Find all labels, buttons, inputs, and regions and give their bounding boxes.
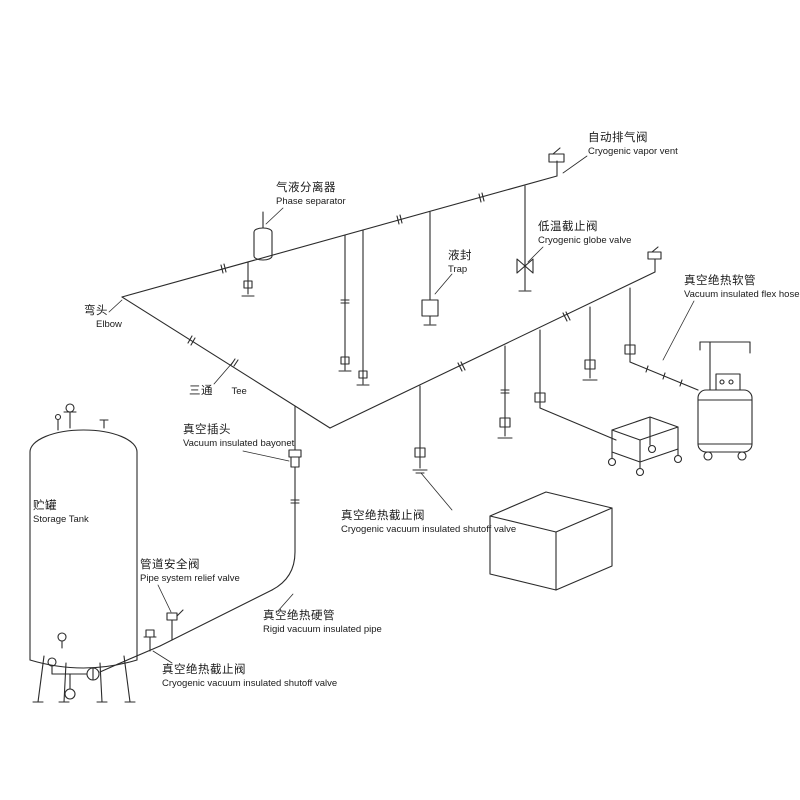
upper-header-drops [241, 185, 534, 386]
label-rigid-pipe: 真空绝热硬管 Rigid vacuum insulated pipe [263, 609, 382, 636]
label-trap: 液封 Trap [448, 249, 472, 276]
label-shutoff-valve-mid-en: Cryogenic vacuum insulated shutoff valve [341, 523, 517, 535]
label-rigid-pipe-en: Rigid vacuum insulated pipe [263, 623, 382, 635]
label-tee-zh: 三通 [189, 385, 213, 397]
label-bayonet-zh: 真空插头 [183, 424, 231, 436]
label-storage-tank-zh: 贮罐 [33, 500, 57, 512]
label-tee: 三通 Tee [189, 380, 247, 401]
label-bayonet: 真空插头 Vacuum insulated bayonet [183, 423, 294, 450]
label-relief-valve-zh: 管道安全阀 [140, 559, 200, 571]
label-trap-en: Trap [448, 263, 468, 275]
label-relief-valve-en: Pipe system relief valve [140, 572, 240, 584]
label-globe-valve-zh: 低温截止阀 [538, 221, 598, 233]
label-vapor-vent-en: Cryogenic vapor vent [588, 145, 678, 157]
label-shutoff-valve-bottom-en: Cryogenic vacuum insulated shutoff valve [162, 677, 338, 689]
cart-drawing [607, 416, 683, 477]
label-globe-valve: 低温截止阀 Cryogenic globe valve [538, 220, 631, 247]
flange-ticks [187, 192, 571, 372]
label-flex-hose: 真空绝热软管 Vacuum insulated flex hose [684, 274, 799, 301]
storage-tank-drawing [29, 403, 138, 703]
label-phase-separator: 气液分离器 Phase separator [276, 181, 346, 208]
label-flex-hose-zh: 真空绝热软管 [684, 275, 756, 287]
label-rigid-pipe-zh: 真空绝热硬管 [263, 610, 335, 622]
label-shutoff-valve-mid-zh: 真空绝热截止阀 [341, 510, 425, 522]
label-shutoff-valve-bottom-zh: 真空绝热截止阀 [162, 664, 246, 676]
phase-separator-symbol [253, 211, 273, 261]
label-phase-separator-en: Phase separator [276, 195, 346, 207]
label-vapor-vent-zh: 自动排气阀 [588, 132, 648, 144]
label-globe-valve-en: Cryogenic globe valve [538, 234, 632, 246]
label-elbow-zh: 弯头 [84, 305, 108, 317]
label-flex-hose-en: Vacuum insulated flex hose [684, 288, 800, 300]
label-elbow: 弯头 Elbow [84, 304, 122, 331]
dewar-drawing [697, 341, 753, 461]
label-shutoff-valve-mid: 真空绝热截止阀 Cryogenic vacuum insulated shuto… [341, 509, 516, 536]
crate-box-drawing [489, 491, 613, 591]
label-relief-valve: 管道安全阀 Pipe system relief valve [140, 558, 240, 585]
bayonet-riser-pipe [117, 405, 302, 665]
flex-hose-symbol [629, 361, 699, 391]
label-shutoff-valve-bottom: 真空绝热截止阀 Cryogenic vacuum insulated shuto… [162, 663, 337, 690]
vapor-vent-symbol [548, 147, 565, 177]
lower-header-drops [412, 287, 636, 474]
label-trap-zh: 液封 [448, 250, 472, 262]
label-tee-en: Tee [231, 386, 247, 397]
label-bayonet-en: Vacuum insulated bayonet [183, 437, 295, 449]
label-vapor-vent: 自动排气阀 Cryogenic vapor vent [588, 131, 678, 158]
label-phase-separator-zh: 气液分离器 [276, 182, 336, 194]
leader-lines [108, 155, 695, 664]
label-storage-tank-en: Storage Tank [33, 513, 89, 525]
label-elbow-en: Elbow [96, 318, 122, 330]
label-storage-tank: 贮罐 Storage Tank [33, 499, 89, 526]
right-vent-symbol [647, 246, 662, 273]
